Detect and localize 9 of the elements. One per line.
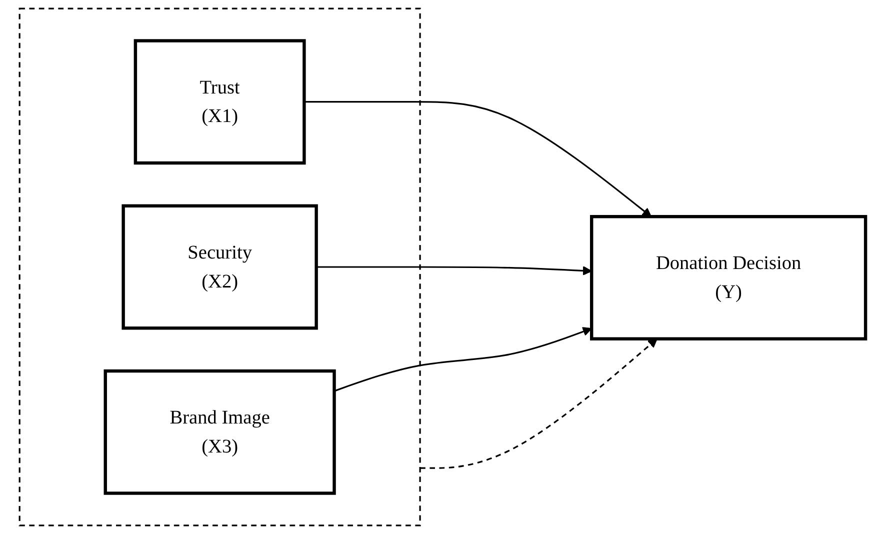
arrow — [420, 338, 658, 469]
arrow — [334, 327, 592, 392]
node-box: Donation Decision (Y) — [590, 214, 868, 340]
cluster — [18, 8, 421, 526]
arrow — [316, 266, 592, 276]
node-box: Trust (X1) — [134, 39, 306, 165]
arrow — [304, 101, 652, 218]
node-box: Security (X2) — [122, 204, 318, 330]
node-box: Brand Image (X3) — [104, 369, 336, 495]
